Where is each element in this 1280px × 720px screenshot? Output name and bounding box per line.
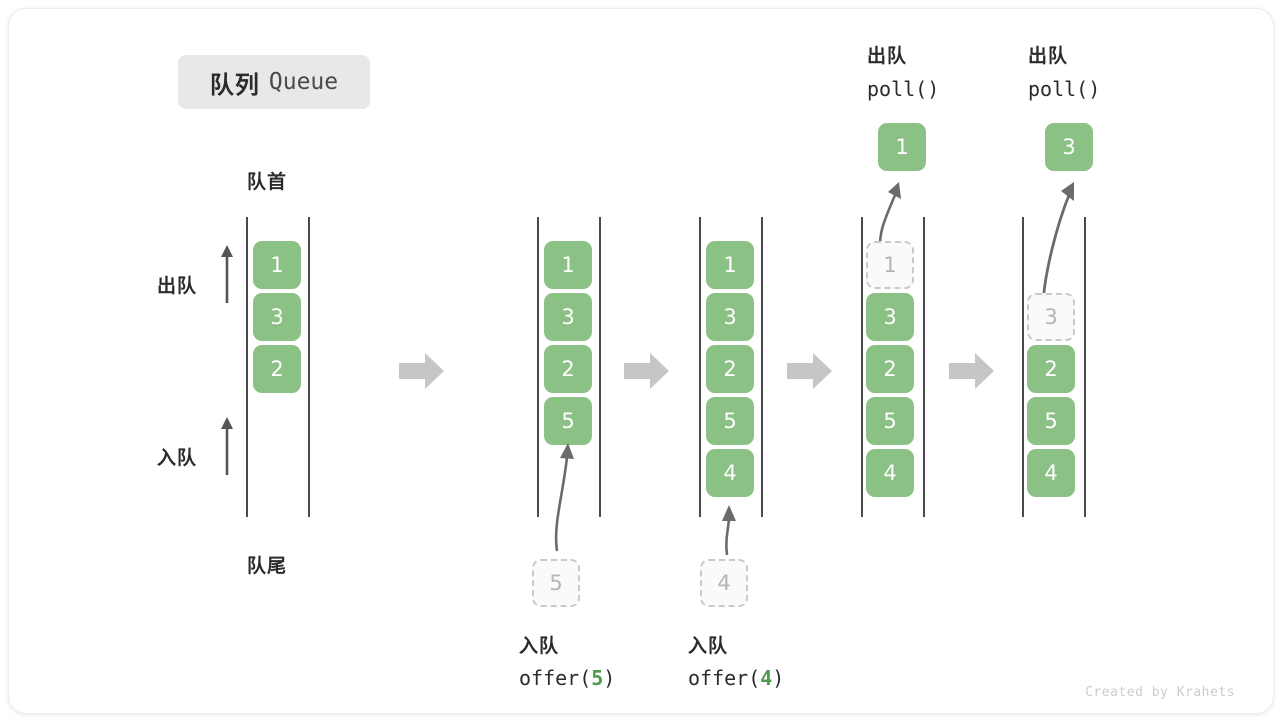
offer-caption-code: offer(5) xyxy=(519,666,615,690)
enqueue-side-label: 入队 xyxy=(157,448,198,469)
offer-5-curved-arrow-icon xyxy=(529,433,599,553)
offer-code-value: 5 xyxy=(591,666,604,690)
queue-rail-left-col1 xyxy=(246,217,248,517)
popped-item-box: 1 xyxy=(878,123,926,171)
step-arrow-icon xyxy=(787,351,833,391)
poll-header-code: poll() xyxy=(1028,77,1101,101)
incoming-ghost-box: 4 xyxy=(700,559,748,607)
queue-rail-right-col5 xyxy=(1084,217,1086,517)
queue-item: 5 xyxy=(1027,397,1075,445)
offer-caption-cn: 入队 xyxy=(688,636,729,657)
queue-item: 5 xyxy=(866,397,914,445)
queue-item: 3 xyxy=(706,293,754,341)
queue-item: 4 xyxy=(866,449,914,497)
watermark-credit: Created by Krahets xyxy=(1085,685,1235,700)
offer-code-value: 4 xyxy=(760,666,773,690)
queue-item: 2 xyxy=(544,345,592,393)
enqueue-up-arrow-icon xyxy=(216,413,238,477)
diagram-card: 队列 Queue 队首 队尾 出队 入队 1 3 2 1 3 2 5 xyxy=(8,8,1274,714)
queue-item-removed: 1 xyxy=(866,241,914,289)
queue-item: 5 xyxy=(544,397,592,445)
queue-item: 3 xyxy=(866,293,914,341)
offer-code-prefix: offer( xyxy=(688,666,761,690)
offer-caption-cn: 入队 xyxy=(519,636,560,657)
offer-code-suffix: ) xyxy=(603,666,616,690)
offer-caption-code: offer(4) xyxy=(688,666,784,690)
step-arrow-icon xyxy=(624,351,670,391)
queue-item: 1 xyxy=(706,241,754,289)
step-arrow-icon xyxy=(949,351,995,391)
dequeue-up-arrow-icon xyxy=(216,241,238,305)
queue-rail-right-col4 xyxy=(923,217,925,517)
queue-item: 4 xyxy=(706,449,754,497)
queue-item: 5 xyxy=(706,397,754,445)
queue-head-label: 队首 xyxy=(247,172,288,193)
offer-code-prefix: offer( xyxy=(519,666,592,690)
offer-code-suffix: ) xyxy=(772,666,785,690)
poll-header-cn: 出队 xyxy=(867,46,908,67)
queue-item: 2 xyxy=(253,345,301,393)
queue-item: 2 xyxy=(706,345,754,393)
queue-item: 1 xyxy=(544,241,592,289)
queue-tail-label: 队尾 xyxy=(247,556,288,577)
dequeue-side-label: 出队 xyxy=(157,276,198,297)
queue-item: 3 xyxy=(253,293,301,341)
poll-3-curved-arrow-icon xyxy=(1019,175,1099,305)
queue-item: 1 xyxy=(253,241,301,289)
popped-item-box: 3 xyxy=(1045,123,1093,171)
diagram-title-badge: 队列 Queue xyxy=(178,55,370,109)
queue-rail-right-col3 xyxy=(761,217,763,517)
queue-item: 2 xyxy=(866,345,914,393)
queue-rail-left-col5 xyxy=(1022,217,1024,517)
incoming-ghost-box: 5 xyxy=(532,559,580,607)
queue-item: 4 xyxy=(1027,449,1075,497)
queue-item: 2 xyxy=(1027,345,1075,393)
queue-item-removed: 3 xyxy=(1027,293,1075,341)
offer-4-curved-arrow-icon xyxy=(701,497,761,557)
queue-rail-left-col3 xyxy=(699,217,701,517)
queue-item: 3 xyxy=(544,293,592,341)
poll-header-cn: 出队 xyxy=(1028,46,1069,67)
queue-rail-right-col1 xyxy=(308,217,310,517)
poll-header-code: poll() xyxy=(867,77,940,101)
step-arrow-icon xyxy=(399,351,445,391)
queue-rail-right-col2 xyxy=(599,217,601,517)
diagram-title-cn: 队列 xyxy=(209,71,260,99)
queue-rail-left-col2 xyxy=(537,217,539,517)
queue-rail-left-col4 xyxy=(861,217,863,517)
diagram-title-en: Queue xyxy=(268,69,339,95)
